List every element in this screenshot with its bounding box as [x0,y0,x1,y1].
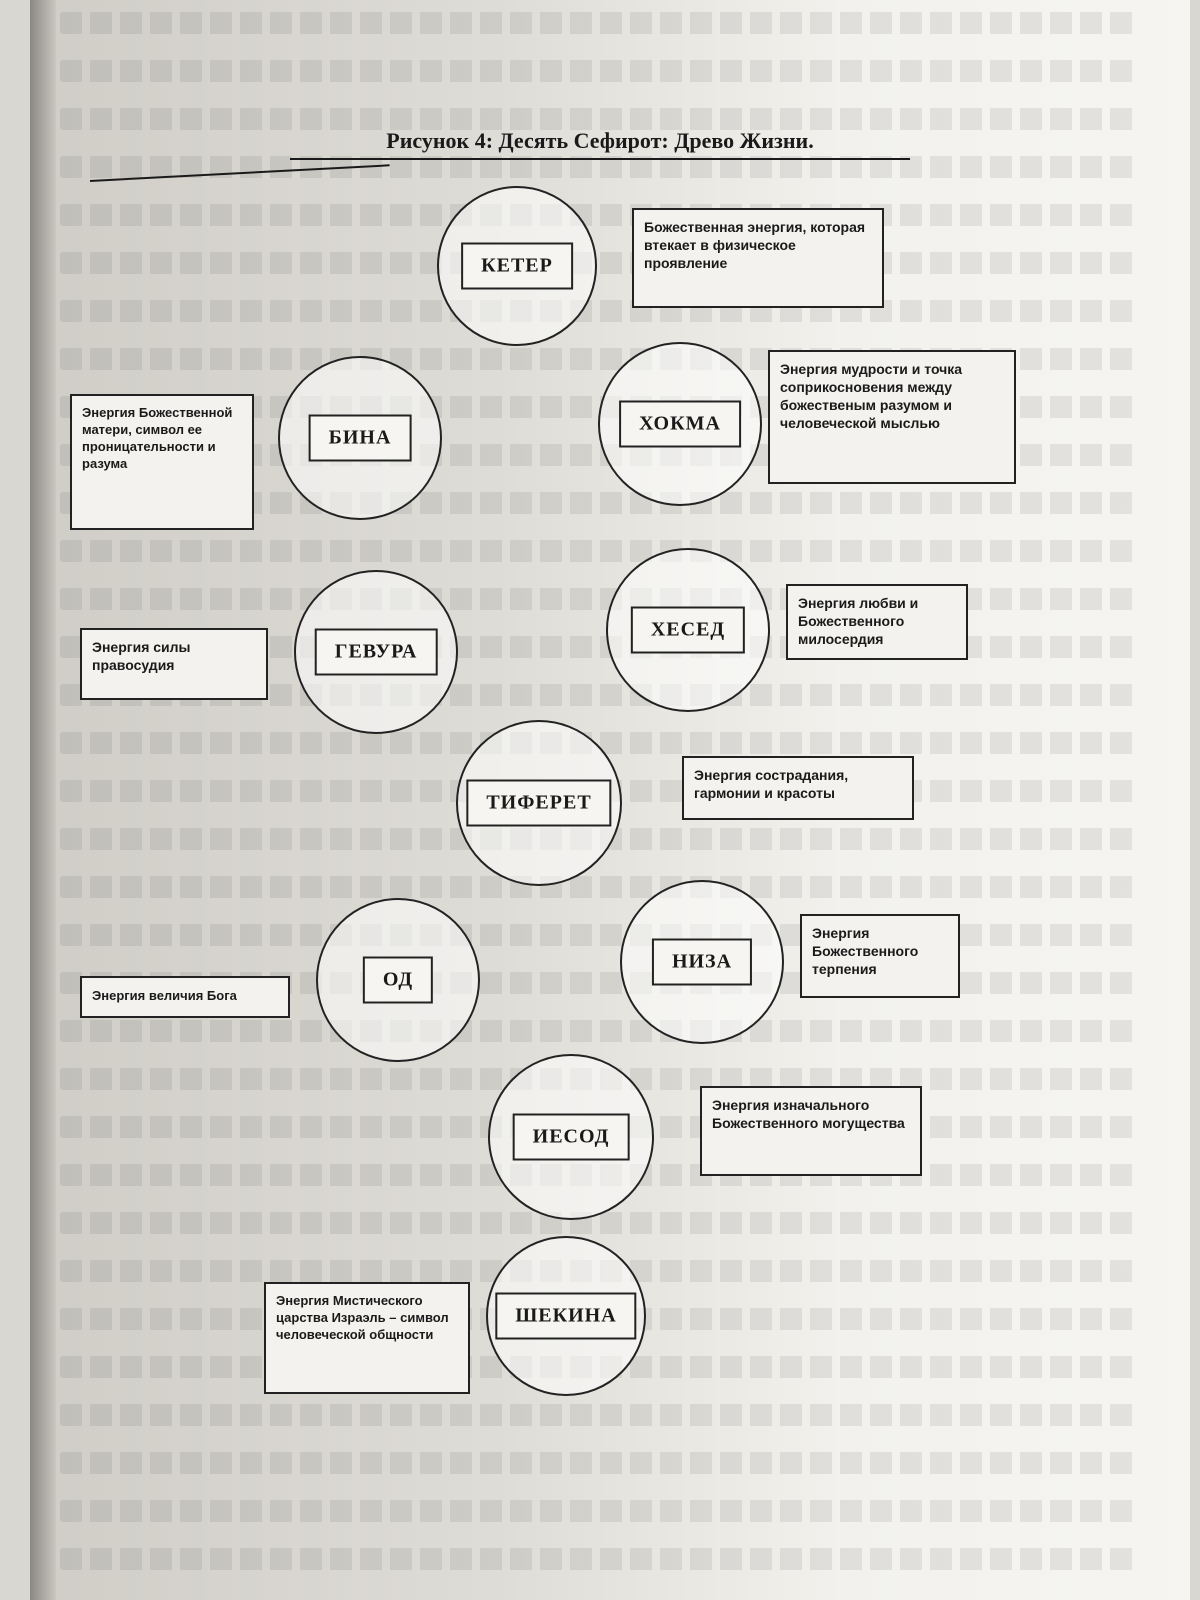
background-text-line [60,204,1140,226]
sephira-od-description: Энергия величия Бога [80,976,290,1018]
sephira-iesod-name: ИЕСОД [512,1113,630,1161]
background-text-line [60,1548,1140,1570]
background-text-line [60,1452,1140,1474]
background-text-line [60,156,1140,178]
sephira-shekina-description: Энергия Мистического царства Израэль – с… [264,1282,470,1394]
sephira-shekina-name: ШЕКИНА [495,1292,637,1340]
sephira-gevura-name: ГЕВУРА [314,628,438,676]
sephira-od-name: ОД [362,956,434,1004]
sephira-hokhma-description: Энергия мудрости и точка соприкосновения… [768,350,1016,484]
background-text-line [60,252,1140,274]
sephira-bina-description: Энергия Божественной матери, символ ее п… [70,394,254,530]
background-text-line [60,1404,1140,1426]
sephira-gevura: ГЕВУРА [294,570,458,734]
sephira-hokhma: ХОКМА [598,342,762,506]
sephira-hesed-description: Энергия любви и Божественного милосердия [786,584,968,660]
book-spine [30,0,56,1600]
sephira-tiferet: ТИФЕРЕТ [456,720,622,886]
sephira-keter-description: Божественная энергия, которая втекает в … [632,208,884,308]
sephira-keter-name: КЕТЕР [461,242,573,290]
sephira-niza: НИЗА [620,880,784,1044]
sephira-hesed-name: ХЕСЕД [630,606,746,654]
sephira-iesod-description: Энергия изначального Божественного могущ… [700,1086,922,1176]
sephira-gevura-description: Энергия силы правосудия [80,628,268,700]
background-text-line [60,876,1140,898]
background-text-line [60,540,1140,562]
sephira-hokhma-name: ХОКМА [619,400,741,448]
background-text-line [60,60,1140,82]
sephira-hesed: ХЕСЕД [606,548,770,712]
sephira-niza-name: НИЗА [651,938,753,986]
background-text-line [60,12,1140,34]
background-text-line [60,924,1140,946]
sephira-shekina: ШЕКИНА [486,1236,646,1396]
figure-title: Рисунок 4: Десять Сефирот: Древо Жизни. [386,128,814,153]
title-underline [290,158,910,160]
sephira-keter: КЕТЕР [437,186,597,346]
sephira-iesod: ИЕСОД [488,1054,654,1220]
background-text-line [60,588,1140,610]
sephira-bina-name: БИНА [308,414,412,462]
background-text-line [60,300,1140,322]
background-text-line [60,732,1140,754]
sephira-tiferet-description: Энергия сострадания, гармонии и красоты [682,756,914,820]
background-text-line [60,108,1140,130]
background-text-line [60,1212,1140,1234]
sephira-bina: БИНА [278,356,442,520]
background-text-line [60,1500,1140,1522]
sephira-tiferet-name: ТИФЕРЕТ [466,779,612,827]
background-text-line [60,1020,1140,1042]
sephira-niza-description: Энергия Божественного терпения [800,914,960,998]
sephira-od: ОД [316,898,480,1062]
